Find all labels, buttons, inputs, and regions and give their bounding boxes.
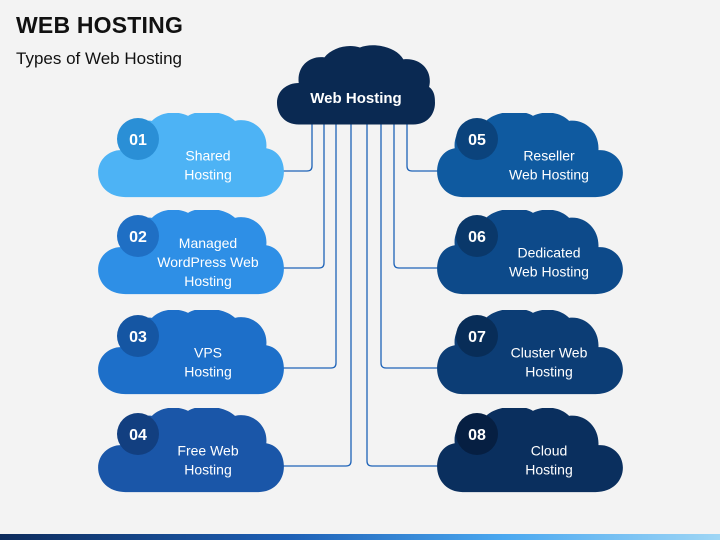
number-badge bbox=[117, 118, 159, 160]
connector-line-08 bbox=[366, 124, 439, 467]
cloud-label-line: Shared bbox=[185, 148, 230, 164]
number-badge bbox=[117, 215, 159, 257]
cloud-label-line: Hosting bbox=[525, 462, 572, 478]
number-badge-text: 02 bbox=[129, 229, 147, 246]
cloud-label-line: Cluster Web bbox=[511, 345, 588, 361]
connector-line-07 bbox=[380, 124, 439, 369]
cloud-label-line: Free Web bbox=[177, 443, 238, 459]
connector-line-02 bbox=[282, 124, 325, 269]
cloud-label-line: Dedicated bbox=[517, 245, 580, 261]
number-badge-text: 01 bbox=[129, 132, 147, 149]
page-subtitle: Types of Web Hosting bbox=[16, 49, 182, 68]
number-badge bbox=[117, 315, 159, 357]
number-badge-text: 04 bbox=[129, 427, 147, 444]
cloud-label-line: Web Hosting bbox=[509, 167, 589, 183]
number-badge-text: 05 bbox=[468, 132, 486, 149]
cloud-label-line: Hosting bbox=[184, 462, 231, 478]
number-badge bbox=[456, 215, 498, 257]
cloud-label-line: Hosting bbox=[184, 364, 231, 380]
footer-accent-bar bbox=[0, 534, 720, 540]
cloud-label-line: Hosting bbox=[525, 364, 572, 380]
center-cloud-shape bbox=[277, 45, 435, 125]
connector-line-01 bbox=[282, 124, 313, 172]
connector-lines bbox=[282, 124, 439, 467]
cloud-label-line: Managed bbox=[179, 235, 237, 251]
number-badge-text: 06 bbox=[468, 229, 486, 246]
cloud-label-line: Hosting bbox=[184, 167, 231, 183]
number-badge-text: 08 bbox=[468, 427, 486, 444]
center-cloud-label: Web Hosting bbox=[310, 90, 401, 107]
cloud-label-line: WordPress Web bbox=[157, 254, 259, 270]
cloud-label-line: Cloud bbox=[531, 443, 568, 459]
connector-line-03 bbox=[282, 124, 337, 369]
connector-line-04 bbox=[282, 124, 352, 467]
number-badge bbox=[117, 413, 159, 455]
cloud-label-line: Web Hosting bbox=[509, 264, 589, 280]
connector-line-06 bbox=[393, 124, 439, 269]
cloud-label-line: VPS bbox=[194, 345, 222, 361]
number-badge bbox=[456, 315, 498, 357]
cloud-label-line: Reseller bbox=[523, 148, 575, 164]
number-badge bbox=[456, 118, 498, 160]
page-title: WEB HOSTING bbox=[16, 12, 184, 38]
number-badge bbox=[456, 413, 498, 455]
number-badge-text: 03 bbox=[129, 329, 147, 346]
connector-line-05 bbox=[406, 124, 439, 172]
number-badge-text: 07 bbox=[468, 329, 486, 346]
cloud-label-line: Hosting bbox=[184, 273, 231, 289]
center-cloud: Web Hosting bbox=[277, 45, 435, 125]
